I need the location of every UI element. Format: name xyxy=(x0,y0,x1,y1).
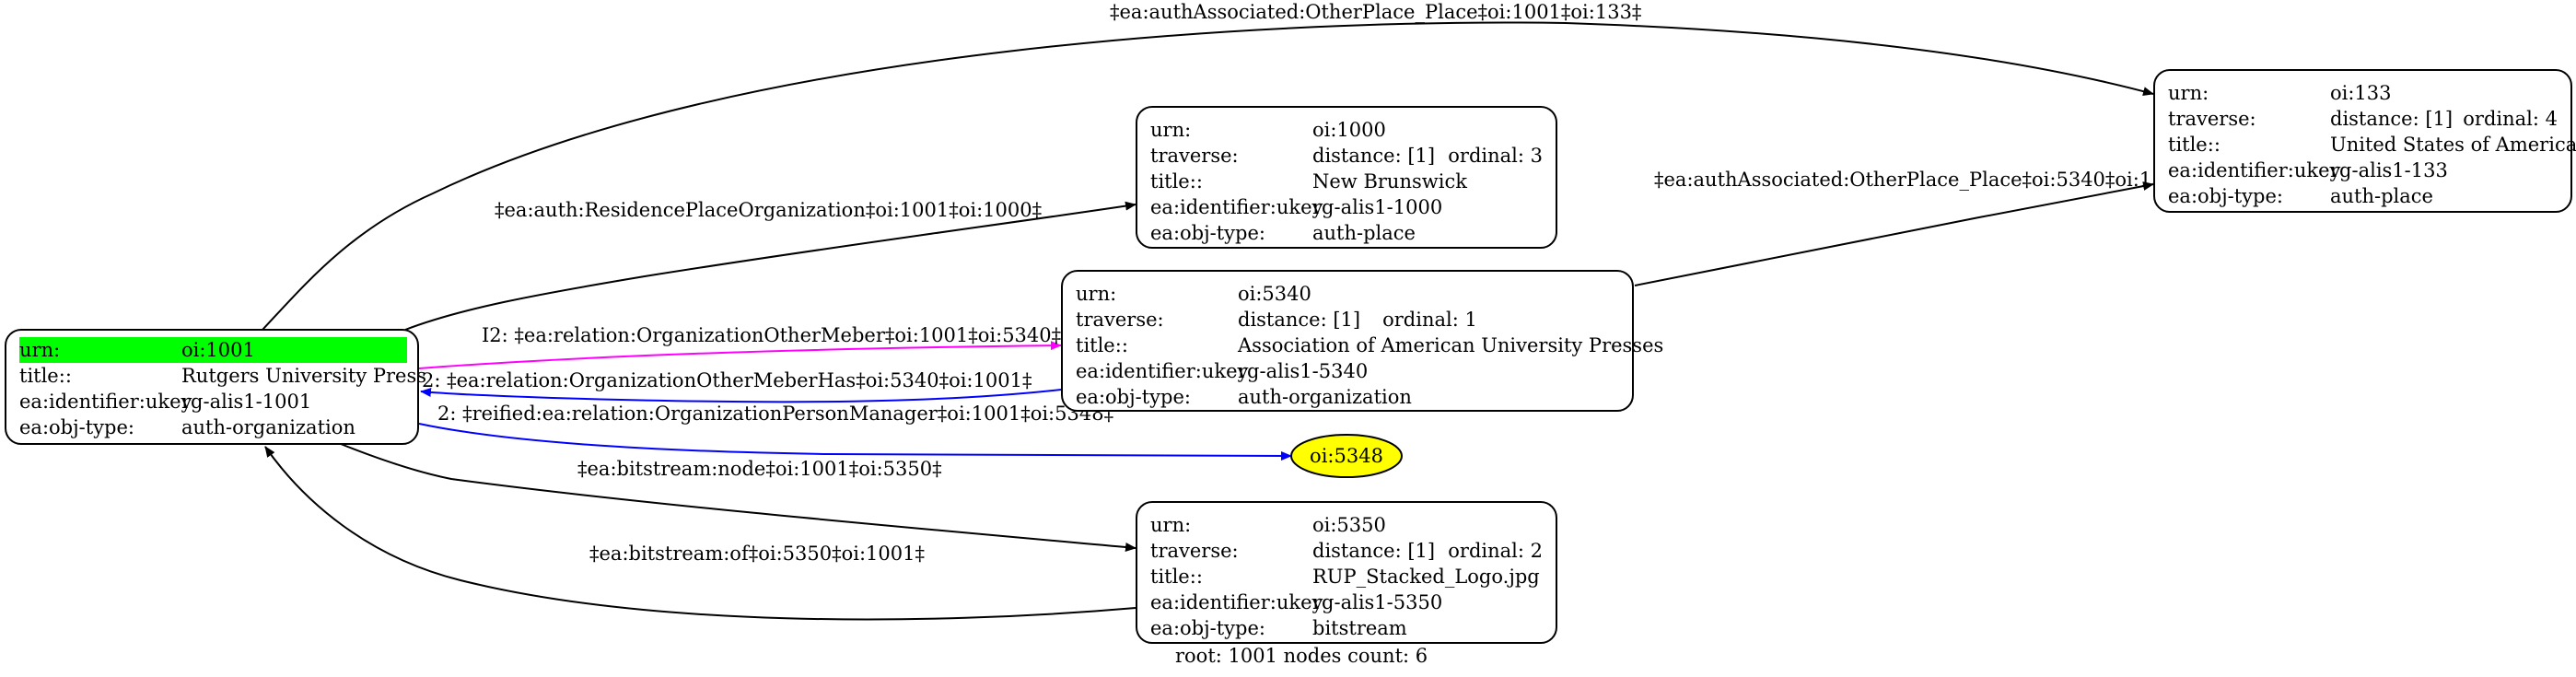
edge-5340-to-133 xyxy=(1634,181,2154,286)
edge-label-1001-to-133: ‡ea:authAssociated:OtherPlace_Place‡oi:1… xyxy=(1110,1,1641,23)
node-1001-value: oi:1001 xyxy=(181,337,407,363)
node-133-type: auth-place xyxy=(2330,185,2433,207)
graph-footer: root: 1001 nodes count: 6 xyxy=(1175,645,1428,667)
node-5348-label: oi:5348 xyxy=(1310,445,1383,467)
edge-1001-to-1000 xyxy=(404,201,1136,331)
node-5350-key: title:: xyxy=(1150,566,1203,588)
node-1000-distance: distance: [1] xyxy=(1312,145,1436,167)
node-133-key: ea:identifier:ukey xyxy=(2168,159,2341,181)
node-5350[interactable]: urn: oi:5350 traverse: distance: [1] ordina… xyxy=(1136,501,1557,644)
edge-label-1001-to-5340: I2: ‡ea:relation:OrganizationOtherMeber‡… xyxy=(482,324,1061,346)
node-1001-row-ukey: ea:identifier:ukey rg-alis1-1001 xyxy=(19,389,404,414)
node-5350-ordinal: ordinal: 2 xyxy=(1448,540,1543,562)
edge-label-1001-to-5350: ‡ea:bitstream:node‡oi:1001‡oi:5350‡ xyxy=(577,458,942,480)
node-5350-distance: distance: [1] xyxy=(1312,540,1436,562)
node-5340-ordinal: ordinal: 1 xyxy=(1382,309,1477,331)
node-5340-key: urn: xyxy=(1076,283,1117,305)
node-1000-key: ea:identifier:ukey xyxy=(1150,196,1323,218)
node-133-key: title:: xyxy=(2168,134,2220,156)
node-1001[interactable]: urn: oi:1001 title:: Rutgers University … xyxy=(5,329,426,445)
node-5340-distance: distance: [1] xyxy=(1238,309,1361,331)
edge-5340-to-1001 xyxy=(420,388,1062,403)
node-1001-key: urn: xyxy=(19,337,181,363)
node-1000-key: traverse: xyxy=(1150,145,1239,167)
node-1000-urn: oi:1000 xyxy=(1312,119,1386,141)
node-1001-row-urn: urn: oi:1001 xyxy=(19,337,407,363)
node-5350-urn: oi:5350 xyxy=(1312,514,1386,536)
node-1001-row-title: title:: Rutgers University Press xyxy=(19,363,426,389)
node-5340[interactable]: urn: oi:5340 traverse: distance: [1] ordina… xyxy=(1061,270,1663,412)
edge-5350-to-1001 xyxy=(264,446,1136,621)
node-5340-key: traverse: xyxy=(1076,309,1164,331)
node-5340-key: ea:identifier:ukey xyxy=(1076,360,1249,382)
node-5350-key: urn: xyxy=(1150,514,1192,536)
edge-1001-to-5348 xyxy=(418,423,1292,461)
node-5340-key: ea:obj-type: xyxy=(1076,386,1191,408)
edge-label-1001-to-1000: ‡ea:auth:ResidencePlaceOrganization‡oi:1… xyxy=(495,199,1042,221)
node-1000[interactable]: urn: oi:1000 traverse: distance: [1] ordina… xyxy=(1136,106,1557,249)
edge-label-5340-to-133: ‡ea:authAssociated:OtherPlace_Place‡oi:5… xyxy=(1654,169,2186,191)
node-133-key: urn: xyxy=(2168,82,2209,104)
node-1001-value: auth-organization xyxy=(181,416,356,438)
node-5350-type: bitstream xyxy=(1312,617,1407,639)
node-5350-key: traverse: xyxy=(1150,540,1239,562)
node-5340-type: auth-organization xyxy=(1238,386,1412,408)
edge-label-5350-to-1001: ‡ea:bitstream:of‡oi:5350‡oi:1001‡ xyxy=(589,543,925,565)
node-1001-value: rg-alis1-1001 xyxy=(181,391,312,413)
edge-label-1001-to-5348: 2: ‡reified:ea:relation:OrganizationPers… xyxy=(437,403,1113,425)
node-1001-value: Rutgers University Press xyxy=(181,365,427,387)
node-133-key: ea:obj-type: xyxy=(2168,185,2283,207)
node-133[interactable]: urn: oi:133 traverse: distance: [1] ordinal… xyxy=(2153,69,2576,213)
node-5340-key: title:: xyxy=(1076,334,1128,356)
node-1001-key: ea:obj-type: xyxy=(19,416,134,438)
node-133-ukey: rg-alis1-133 xyxy=(2330,159,2448,181)
node-133-ordinal: ordinal: 4 xyxy=(2463,108,2558,130)
node-1000-type: auth-place xyxy=(1312,222,1416,244)
node-5350-key: ea:identifier:ukey xyxy=(1150,591,1323,613)
node-1000-key: urn: xyxy=(1150,119,1192,141)
node-1000-ordinal: ordinal: 3 xyxy=(1448,145,1543,167)
node-5350-ukey: rg-alis1-5350 xyxy=(1312,591,1443,613)
node-1000-ukey: rg-alis1-1000 xyxy=(1312,196,1443,218)
node-133-title: United States of America xyxy=(2330,134,2576,156)
node-1001-key: ea:identifier:ukey xyxy=(19,391,192,413)
edge-1001-to-5350 xyxy=(340,443,1136,552)
node-1001-row-type: ea:obj-type: auth-organization xyxy=(19,414,404,440)
node-5340-title: Association of American University Press… xyxy=(1238,334,1664,356)
node-1001-key: title:: xyxy=(19,365,72,387)
node-1000-key: ea:obj-type: xyxy=(1150,222,1265,244)
edge-label-5340-to-1001: 2: ‡ea:relation:OrganizationOtherMeberHa… xyxy=(422,369,1032,391)
node-133-key: traverse: xyxy=(2168,108,2256,130)
node-5350-key: ea:obj-type: xyxy=(1150,617,1265,639)
edge-1001-to-5340 xyxy=(418,341,1062,369)
edge-1001-to-133 xyxy=(262,21,2154,331)
node-5348[interactable] xyxy=(1290,434,1403,478)
node-133-distance: distance: [1] xyxy=(2330,108,2454,130)
node-5350-title: RUP_Stacked_Logo.jpg xyxy=(1312,566,1540,588)
node-1000-title: New Brunswick xyxy=(1312,170,1467,193)
node-5340-ukey: rg-alis1-5340 xyxy=(1238,360,1369,382)
node-5340-urn: oi:5340 xyxy=(1238,283,1311,305)
node-133-urn: oi:133 xyxy=(2330,82,2392,104)
node-1000-key: title:: xyxy=(1150,170,1203,193)
